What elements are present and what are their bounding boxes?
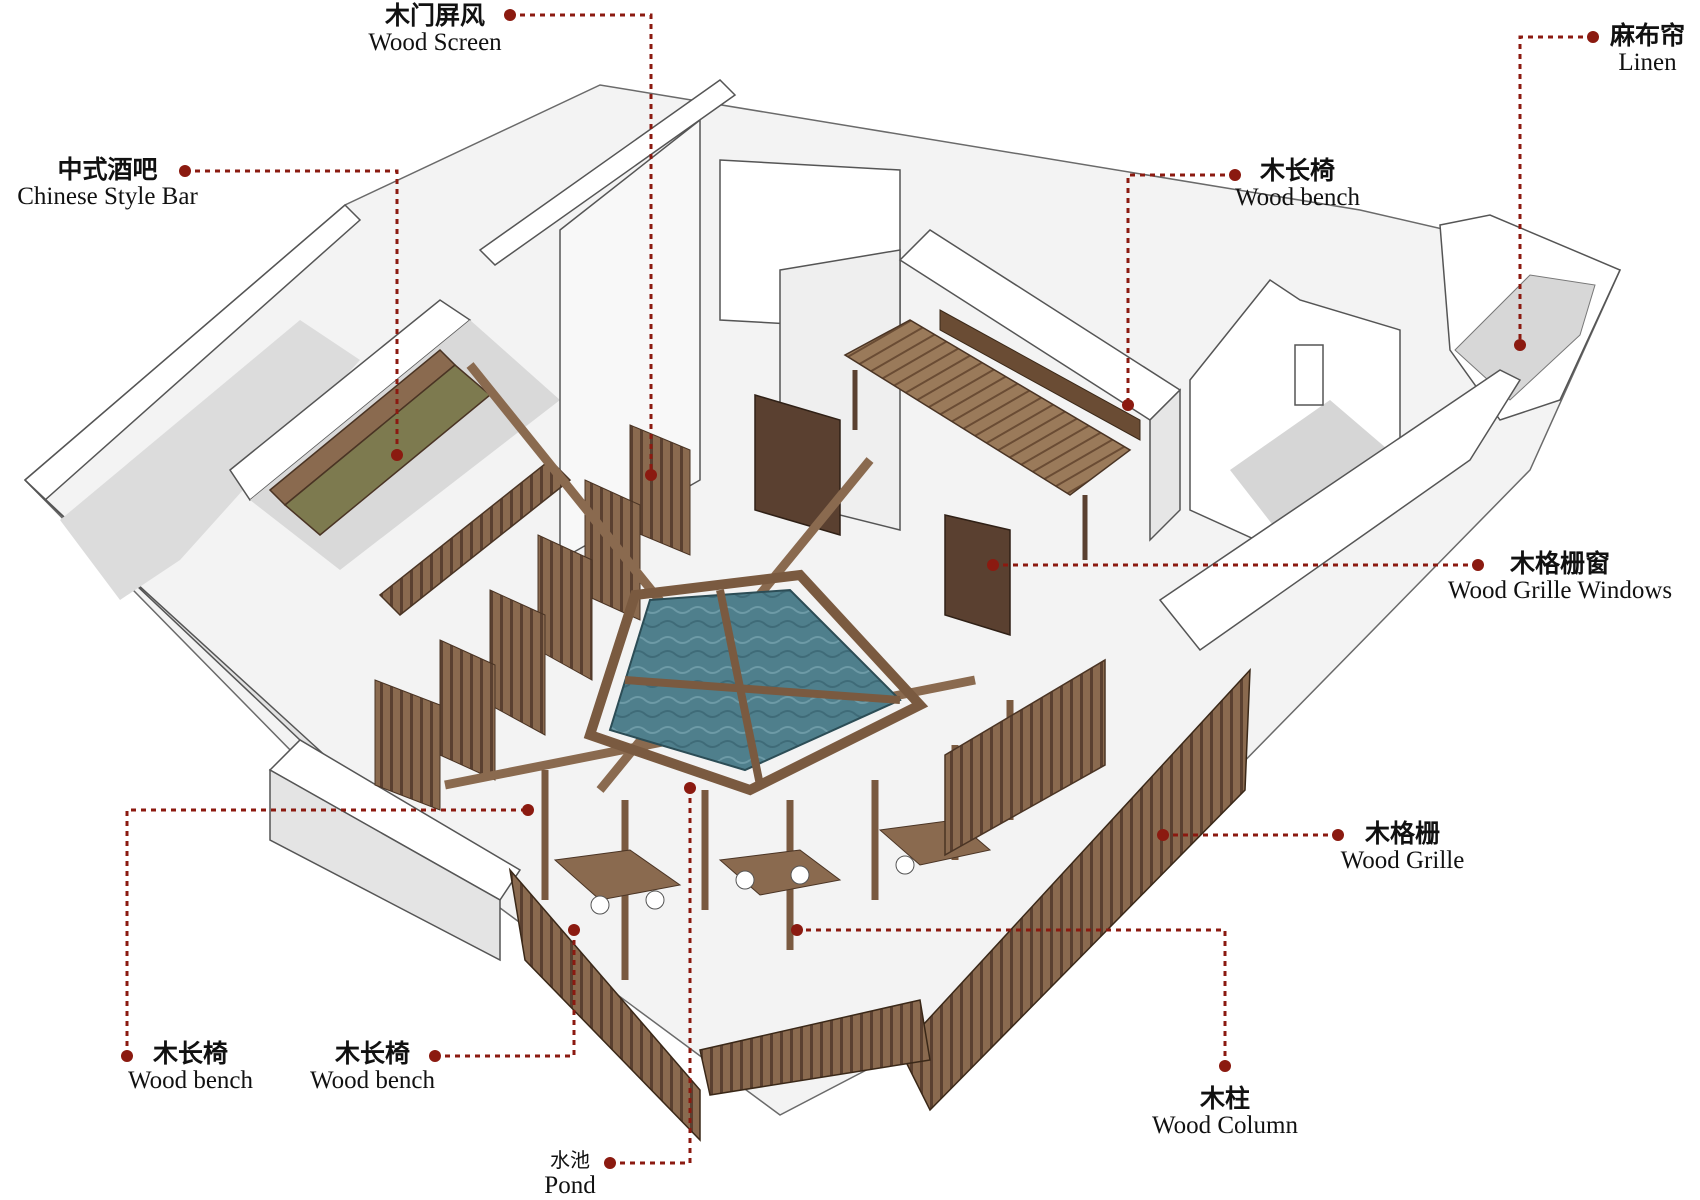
label-wood-screen-zh: 木门屏风	[384, 1, 485, 30]
label-wood-bench-mid: 木长椅 Wood bench	[290, 1040, 455, 1094]
label-linen-en: Linen	[1618, 49, 1677, 76]
label-wood-bench-left: 木长椅 Wood bench	[108, 1040, 273, 1094]
label-wood-grille-windows: 木格栅窗 Wood Grille Windows	[1425, 550, 1695, 604]
label-wood-bench-top-zh: 木长椅	[1259, 156, 1335, 185]
label-pond-en: Pond	[544, 1171, 596, 1199]
leader-wood-bench-left	[125, 808, 528, 1056]
pond-frame	[583, 569, 929, 796]
grille-window-left	[754, 393, 841, 537]
wood-grille-fence-left	[508, 867, 701, 1142]
label-chinese-style-bar-zh: 中式酒吧	[57, 155, 158, 184]
label-wood-column-en: Wood Column	[1152, 1112, 1298, 1139]
corridor-wall-1	[478, 79, 737, 266]
wood-elements	[268, 309, 1251, 1142]
label-wood-column: 木柱 Wood Column	[1130, 1085, 1320, 1139]
wood-grille-fence-bottom	[699, 999, 931, 1096]
railing-grille	[944, 658, 1106, 857]
leader-wood-bench-top	[1126, 173, 1235, 405]
leader-dots	[121, 9, 1599, 1169]
label-wood-bench-top-en: Wood bench	[1234, 184, 1361, 211]
grille-window-right	[944, 514, 1011, 637]
label-wood-grille-en: Wood Grille	[1340, 847, 1465, 874]
bench-back	[939, 309, 1141, 441]
wood-screen-panels	[374, 424, 691, 811]
right-room-door	[1294, 344, 1324, 406]
pergola-roof	[843, 319, 1132, 496]
leader-chinese-bar	[185, 169, 399, 455]
leader-wood-screen	[510, 13, 653, 475]
leader-wood-column	[797, 928, 1227, 1066]
right-room-shadow	[1230, 400, 1400, 560]
label-wood-bench-mid-zh: 木长椅	[334, 1039, 410, 1068]
label-pond: 水池 Pond	[530, 1148, 610, 1199]
pond-water	[608, 588, 902, 772]
leader-pond	[610, 788, 692, 1165]
label-linen: 麻布帘 Linen	[1600, 22, 1695, 76]
label-linen-zh: 麻布帘	[1609, 21, 1685, 50]
leader-wood-bench-mid	[435, 930, 576, 1058]
label-wood-grille-windows-zh: 木格栅窗	[1509, 549, 1610, 578]
left-room-shadow	[60, 320, 360, 600]
label-pond-zh: 水池	[550, 1148, 590, 1172]
bench-room-wall-side	[1149, 388, 1181, 542]
label-wood-grille-zh: 木格栅	[1364, 819, 1440, 848]
label-wood-grille-windows-en: Wood Grille Windows	[1447, 577, 1673, 604]
bottom-left-wall-side	[269, 768, 501, 962]
label-wood-bench-left-en: Wood bench	[127, 1067, 254, 1094]
label-wood-column-zh: 木柱	[1199, 1084, 1250, 1113]
label-wood-screen-en: Wood Screen	[368, 29, 502, 56]
label-wood-bench-left-zh: 木长椅	[152, 1039, 228, 1068]
leader-linen	[1518, 35, 1593, 345]
label-wood-bench-mid-en: Wood bench	[309, 1067, 436, 1094]
label-chinese-style-bar-en: Chinese Style Bar	[17, 183, 198, 210]
bar-long-counter	[378, 458, 572, 617]
right-long-wall	[1158, 369, 1522, 652]
label-chinese-style-bar: 中式酒吧 Chinese Style Bar	[0, 156, 215, 210]
wood-grille-fence-right	[899, 667, 1251, 1112]
label-wood-bench-top: 木长椅 Wood bench	[1215, 157, 1380, 211]
leader-lines	[125, 13, 1593, 1165]
label-wood-grille: 木格栅 Wood Grille	[1320, 820, 1485, 874]
label-wood-screen: 木门屏风 Wood Screen	[350, 2, 520, 56]
